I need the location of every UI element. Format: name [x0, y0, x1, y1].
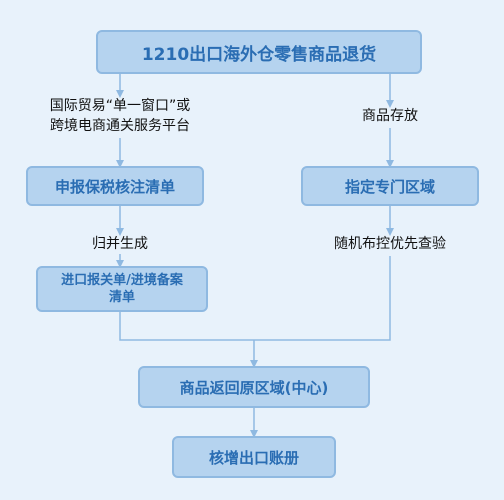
ledger-box: 核增出口账册 [172, 436, 336, 478]
title-box: 1210出口海外仓零售商品退货 [96, 30, 422, 74]
inspect-label: 随机布控优先查验 [334, 236, 446, 252]
declare-text: 申报保税核注清单 [54, 177, 175, 196]
left-label-line1: 国际贸易“单一窗口”或 [49, 98, 191, 114]
line-inspect-to-merge [254, 256, 391, 341]
import-text-line2: 清单 [108, 290, 135, 305]
line-import-to-merge [119, 312, 254, 341]
import-box: 进口报关单/进境备案 清单 [36, 266, 208, 312]
return-box: 商品返回原区域(中心) [138, 366, 370, 408]
return-text: 商品返回原区域(中心) [179, 378, 329, 397]
ledger-text: 核增出口账册 [208, 448, 299, 467]
left-label-line2: 跨境电商通关服务平台 [50, 118, 190, 134]
right-label-storage: 商品存放 [362, 108, 418, 124]
zone-box: 指定专门区域 [301, 166, 479, 206]
import-text-line1: 进口报关单/进境备案 [61, 273, 183, 288]
declare-box: 申报保税核注清单 [26, 166, 204, 206]
zone-text: 指定专门区域 [344, 177, 435, 196]
merge-label: 归并生成 [92, 236, 148, 252]
title-text: 1210出口海外仓零售商品退货 [141, 44, 377, 65]
